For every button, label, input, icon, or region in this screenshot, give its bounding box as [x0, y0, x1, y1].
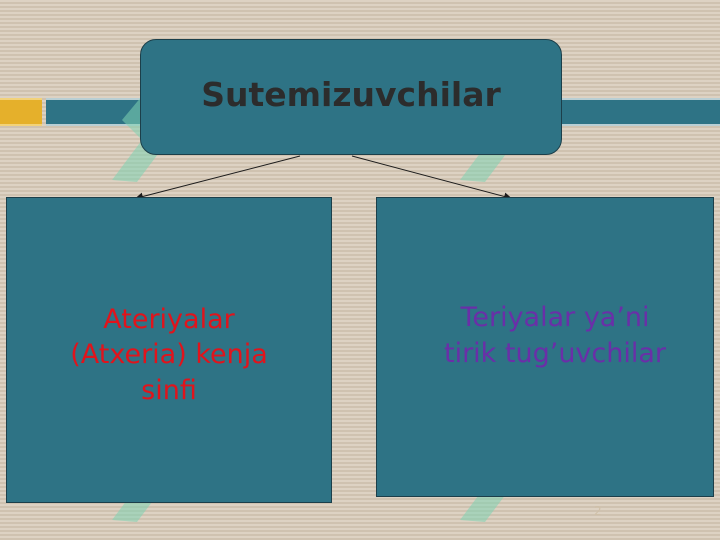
- child-node-right: Teriyalar ya’ni tirik tug’uvchilar: [376, 197, 714, 497]
- page-number: 2: [594, 504, 602, 518]
- connector-left: [135, 155, 301, 201]
- root-node-label: Sutemizuvchilar: [201, 74, 501, 114]
- child-node-left-label: Ateriyalar (Atxeria) kenja sinfi: [70, 303, 268, 406]
- connector-right: [351, 155, 512, 201]
- child-node-left: Ateriyalar (Atxeria) kenja sinfi: [6, 197, 332, 503]
- root-node: Sutemizuvchilar: [140, 39, 562, 155]
- child-node-right-label: Teriyalar ya’ni tirik tug’uvchilar: [443, 302, 667, 369]
- decorative-band-accent: [0, 98, 42, 126]
